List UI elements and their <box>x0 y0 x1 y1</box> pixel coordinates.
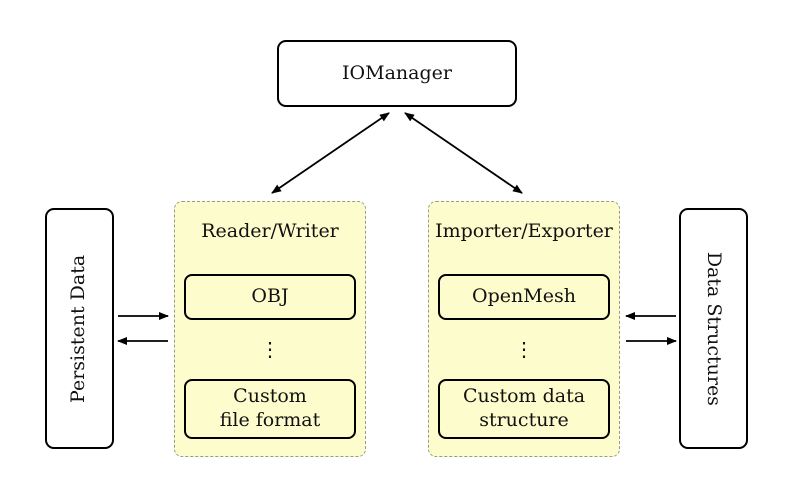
data-structures-box: Data Structures <box>679 208 748 449</box>
iomanager-label: IOManager <box>342 61 452 84</box>
importer-exporter-ellipsis: ⋮ <box>514 337 534 361</box>
arrow-iomanager-reader-writer <box>271 112 390 194</box>
data-structures-label: Data Structures <box>703 251 726 406</box>
persistent-data-box: Persistent Data <box>45 208 114 449</box>
importer-exporter-group: Importer/Exporter OpenMesh ⋮ Custom data… <box>428 201 620 457</box>
openmesh-label: OpenMesh <box>472 285 576 308</box>
iomanager-box: IOManager <box>277 40 517 107</box>
reader-writer-title: Reader/Writer <box>201 220 339 242</box>
openmesh-box: OpenMesh <box>438 274 610 320</box>
custom-file-format-box: Custom file format <box>184 379 356 439</box>
custom-file-format-label: Custom file format <box>219 385 321 431</box>
importer-exporter-title: Importer/Exporter <box>435 220 613 242</box>
custom-data-structure-label: Custom data structure <box>462 385 586 431</box>
obj-format-box: OBJ <box>184 274 356 320</box>
reader-writer-ellipsis: ⋮ <box>260 337 280 361</box>
obj-format-label: OBJ <box>251 285 289 308</box>
arrow-iomanager-importer-exporter <box>404 112 523 194</box>
persistent-data-label: Persistent Data <box>67 254 90 403</box>
custom-data-structure-box: Custom data structure <box>438 379 610 439</box>
reader-writer-group: Reader/Writer OBJ ⋮ Custom file format <box>174 201 366 457</box>
